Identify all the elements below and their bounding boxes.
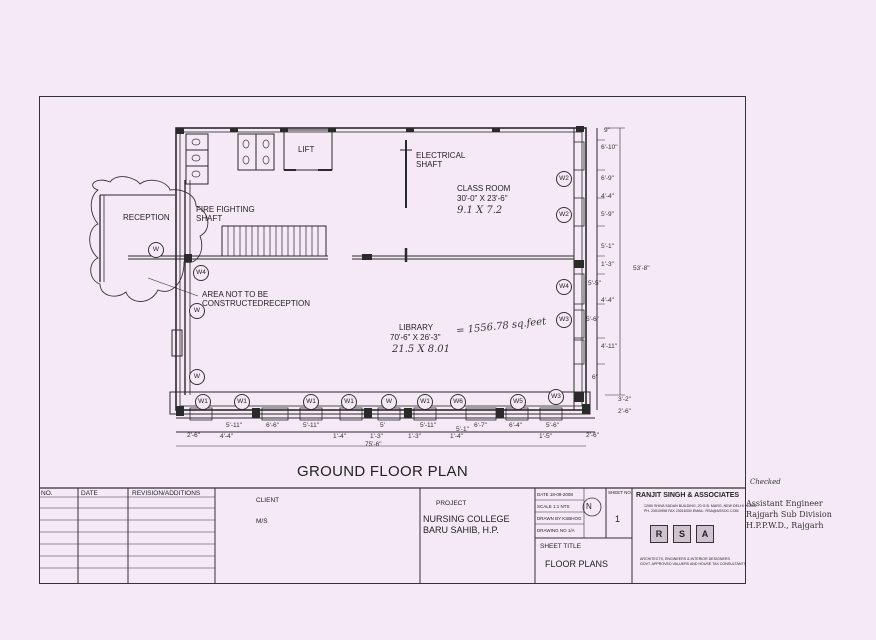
window-tag: W1 bbox=[303, 394, 319, 410]
area-not-constructed-note: AREA NOT TO BE CONSTRUCTEDRECEPTION bbox=[202, 290, 311, 308]
dimension-label: 6'-6" bbox=[266, 422, 279, 429]
fire-fighting-shaft-label: FIRE FIGHTING SHAFT bbox=[196, 205, 255, 223]
window-tag: W1 bbox=[341, 394, 357, 410]
stamp-checked-note: Checked bbox=[750, 478, 781, 486]
drawing-sheet-border bbox=[39, 96, 746, 584]
dimension-label: 1'-5" bbox=[539, 433, 552, 440]
dimension-label: 5'-1" bbox=[601, 243, 614, 250]
dimension-label: 5'-1" bbox=[456, 426, 469, 433]
dimension-label: 4'-11" bbox=[601, 343, 618, 350]
dimension-label: 6'-7" bbox=[474, 422, 487, 429]
dimension-label: 9" bbox=[604, 127, 610, 134]
dimension-label: 6'-4" bbox=[509, 422, 522, 429]
client-label: CLIENT bbox=[256, 497, 280, 504]
firm-name: RANJIT SINGH & ASSOCIATES bbox=[636, 492, 740, 499]
dimension-label: 5'-11" bbox=[226, 422, 243, 429]
lift-label: LIFT bbox=[298, 145, 315, 154]
window-tag: W5 bbox=[510, 394, 526, 410]
dimension-label: 4'-4" bbox=[601, 297, 614, 304]
class-room-handwritten-note: 9.1 X 7.2 bbox=[457, 205, 503, 216]
client-value: M/S bbox=[256, 518, 268, 525]
dimension-label: 5' bbox=[380, 422, 385, 429]
overall-width-dimension: 75'-6" bbox=[365, 441, 382, 448]
window-tag: W bbox=[189, 303, 205, 319]
window-tag: W6 bbox=[450, 394, 466, 410]
meta-date: DATE 18-09-2008 bbox=[537, 492, 573, 497]
electrical-shaft-label: ELECTRICAL SHAFT bbox=[416, 151, 466, 169]
dimension-label: 5'-6" bbox=[546, 422, 559, 429]
dimension-label: 5'-11" bbox=[303, 422, 320, 429]
dimension-label: 5'-9" bbox=[601, 211, 614, 218]
dimension-label: 2'-6" bbox=[187, 432, 200, 439]
dimension-label: 6'-9" bbox=[601, 175, 614, 182]
window-tag: W1 bbox=[195, 394, 211, 410]
dimension-label: 1'-4" bbox=[450, 433, 463, 440]
column-header-no: NO. bbox=[41, 490, 53, 497]
sheet-title-label: SHEET TITLE bbox=[540, 543, 581, 550]
window-tag: W4 bbox=[556, 279, 572, 295]
window-tag: W4 bbox=[193, 265, 209, 281]
window-tag: W2 bbox=[556, 207, 572, 223]
meta-drawing-no: DRAWING NO 1/A bbox=[537, 528, 575, 533]
sheet-title-value: FLOOR PLANS bbox=[545, 559, 609, 569]
column-header-revision: REVISION/ADDITIONS bbox=[132, 490, 201, 497]
meta-scale: SCALE 1:1 NTS bbox=[537, 504, 570, 509]
library-label: LIBRARY bbox=[399, 323, 434, 332]
firm-logo-r-icon: R bbox=[650, 525, 668, 543]
dimension-label: 2'-6" bbox=[618, 408, 631, 415]
project-label: PROJECT bbox=[436, 500, 467, 507]
sheet-no-label: SHEET NO. bbox=[608, 490, 633, 495]
dimension-label: 2'-6" bbox=[586, 432, 599, 439]
dimension-label: 4'-4" bbox=[601, 193, 614, 200]
dimension-label: 5'-6" bbox=[586, 316, 599, 323]
dimension-label: 5'-11" bbox=[420, 422, 437, 429]
dimension-label: 1'-3" bbox=[370, 433, 383, 440]
stamp-block: Assistant Engineer Rajgarh Sub Division … bbox=[746, 498, 832, 531]
library-handwritten-note: 21.5 X 8.01 bbox=[392, 344, 451, 355]
class-room-label: CLASS ROOM bbox=[457, 184, 511, 193]
window-tag: W1 bbox=[417, 394, 433, 410]
dimension-label: 1'-4" bbox=[333, 433, 346, 440]
dimension-label: 1'-3" bbox=[601, 261, 614, 268]
firm-logo-s-icon: S bbox=[673, 525, 691, 543]
stamp-line-1: Assistant Engineer bbox=[746, 499, 823, 508]
sheet-no-value: 1 bbox=[615, 514, 621, 524]
meta-drawn-by: DRAWN BY KSBHOG bbox=[537, 516, 582, 521]
window-tag: W bbox=[381, 394, 397, 410]
drawing-title: GROUND FLOOR PLAN bbox=[297, 463, 468, 480]
dimension-label: 6" bbox=[592, 374, 598, 381]
firm-address: 12/60 SHIVA SADAN BUILDING, 20 G.B. MARG… bbox=[644, 504, 757, 508]
dimension-label: 4'-4" bbox=[220, 433, 233, 440]
project-name: NURSING COLLEGE BARU SAHIB, H.P. bbox=[423, 514, 510, 535]
column-header-date: DATE bbox=[81, 490, 98, 497]
dimension-label: 5'-5" bbox=[588, 280, 601, 287]
firm-contact: PH. 23010998 FAX 23016330 EMAIL: RSA@ASS… bbox=[644, 509, 739, 513]
dimension-label: 1'-3" bbox=[408, 433, 421, 440]
window-tag: W bbox=[148, 242, 164, 258]
dimension-label: 3'-2" bbox=[618, 396, 631, 403]
firm-footer: ARCHITECTS, ENGINEERS & INTERIOR DESIGNE… bbox=[640, 557, 747, 566]
north-arrow-icon: N bbox=[586, 502, 592, 511]
window-tag: W bbox=[189, 369, 205, 385]
reception-label: RECEPTION bbox=[123, 213, 170, 222]
stamp-line-2: Rajgarh Sub Division bbox=[746, 510, 832, 519]
overall-height-dimension: 53'-8" bbox=[633, 265, 650, 272]
class-room-size: 30'-0" X 23'-6" bbox=[457, 194, 508, 203]
library-size: 70'-6" X 26'-3" bbox=[390, 333, 441, 342]
dimension-label: 6'-10" bbox=[601, 144, 618, 151]
window-tag: W2 bbox=[556, 171, 572, 187]
window-tag: W3 bbox=[556, 312, 572, 328]
stamp-line-3: H.P.P.W.D., Rajgarh bbox=[746, 521, 824, 530]
window-tag: W1 bbox=[234, 394, 250, 410]
firm-logo-a-icon: A bbox=[696, 525, 714, 543]
window-tag: W3 bbox=[548, 389, 564, 405]
